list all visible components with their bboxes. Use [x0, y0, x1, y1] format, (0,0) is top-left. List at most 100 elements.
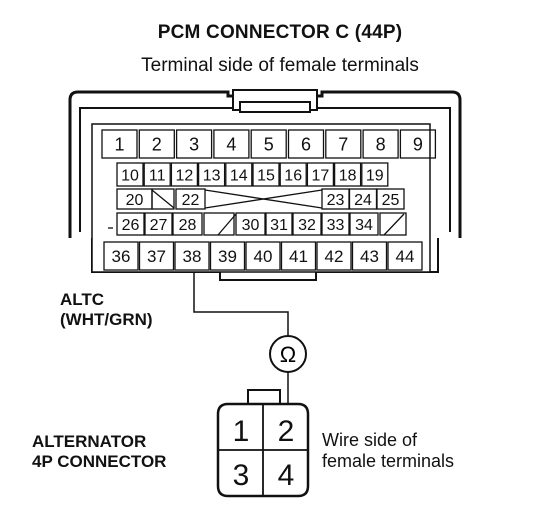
terminal-cell: [292, 212, 322, 236]
terminal-number: 24: [354, 192, 372, 209]
terminal-number: 1: [114, 134, 124, 154]
terminal-number: 14: [230, 167, 248, 184]
terminal-number: 44: [396, 247, 415, 266]
terminal-number: 34: [355, 217, 373, 234]
terminal-cell: [172, 212, 203, 236]
terminal-number: 40: [254, 247, 273, 266]
wire-side-line2: female terminals: [322, 451, 455, 471]
terminal-cell: [250, 129, 287, 159]
terminal-cell: [362, 129, 399, 159]
terminal-cell: [235, 212, 266, 236]
alternator-connector: [216, 389, 310, 498]
terminal-cell: [101, 129, 138, 159]
terminal-number: 6: [301, 134, 311, 154]
terminal-cell: [280, 241, 317, 271]
terminal-cell: [252, 162, 280, 187]
terminal-cell: [279, 162, 307, 187]
pcm-row-1: 1 2 3 4 5 6 7 8 9: [101, 129, 437, 159]
terminal-cell: [103, 241, 139, 271]
wire-side-label: Wire side of female terminals: [322, 430, 454, 472]
terminal-number: 11: [149, 167, 166, 184]
terminal-number: 28: [179, 217, 197, 234]
terminal-cell: [379, 212, 407, 236]
terminal-cell: [387, 241, 423, 271]
terminal-cell: [175, 129, 213, 159]
alternator-terminals: 1 2 3 4: [233, 415, 295, 492]
terminal-number: 23: [327, 192, 345, 209]
terminal-cell: [170, 162, 199, 187]
terminal-cell: [138, 241, 175, 271]
terminal-number: 43: [360, 247, 379, 266]
terminal-cell: [175, 188, 206, 210]
terminal-number: 22: [182, 192, 200, 209]
terminal-number: 13: [203, 167, 221, 184]
terminal-cell: [287, 129, 325, 159]
terminal-cell: [349, 212, 379, 236]
terminal-number: 37: [147, 247, 166, 266]
terminal-cell: [174, 241, 210, 271]
altc-wire: [193, 272, 289, 406]
terminal-number: 2: [152, 134, 162, 154]
terminal-cell: [325, 129, 362, 159]
terminal-number: 39: [218, 247, 237, 266]
alt-terminal-1: 1: [233, 415, 250, 448]
terminal-cell: [245, 241, 281, 271]
terminal-number: 36: [112, 247, 131, 266]
terminal-number: 15: [257, 167, 275, 184]
terminal-cell: [306, 162, 335, 187]
alt-terminal-4: 4: [278, 459, 295, 492]
terminal-cell: [316, 241, 352, 271]
wire-side-line1: Wire side of: [322, 430, 418, 450]
blank-cavity-marks: [108, 189, 405, 236]
terminal-number: 42: [325, 247, 344, 266]
terminal-number: 7: [338, 134, 348, 154]
terminal-number: 17: [312, 167, 330, 184]
ohm-symbol-text: Ω: [280, 342, 296, 367]
terminal-number: 26: [122, 217, 140, 234]
terminal-number: 16: [284, 167, 302, 184]
terminal-number: 8: [376, 134, 386, 154]
diagram-title: PCM CONNECTOR C (44P): [157, 22, 403, 43]
terminal-cell: [203, 212, 235, 236]
pcm-row-4: 26 27 28 30 31 32 33 34: [116, 212, 407, 236]
terminal-cell: [116, 212, 145, 236]
terminal-number: 27: [150, 217, 168, 234]
terminal-cell: [138, 129, 175, 159]
alt-terminal-3: 3: [233, 459, 250, 492]
terminal-number: 5: [264, 134, 274, 154]
terminal-cell: [209, 241, 246, 271]
alternator-label-line2: 4P CONNECTOR: [32, 452, 167, 471]
terminal-cell: [265, 212, 293, 236]
alt-terminal-2: 2: [278, 415, 295, 448]
terminal-number: 32: [298, 217, 316, 234]
terminal-cell: [361, 162, 389, 187]
terminal-cell: [197, 162, 226, 187]
altc-label: ALTC (WHT/GRN): [60, 290, 153, 330]
diagram-subtitle: Terminal side of female terminals: [141, 55, 419, 76]
terminal-number: 19: [366, 167, 384, 184]
terminal-number: 4: [226, 134, 236, 154]
terminal-cell: [116, 162, 144, 187]
terminal-cell: [144, 212, 173, 236]
terminal-number: 30: [242, 217, 260, 234]
terminal-cell: [225, 162, 253, 187]
terminal-number: 12: [176, 167, 194, 184]
terminal-number: 3: [189, 134, 199, 154]
terminal-number: 31: [270, 217, 288, 234]
terminal-number: 9: [413, 134, 423, 154]
terminal-cell: [351, 241, 388, 271]
terminal-number: 38: [183, 247, 202, 266]
terminal-number: 18: [339, 167, 357, 184]
terminal-cell: [333, 162, 362, 187]
altc-label-line2: (WHT/GRN): [60, 310, 153, 329]
terminal-number: 20: [126, 192, 144, 209]
terminal-number: 41: [289, 247, 308, 266]
terminal-cell: [376, 188, 405, 210]
terminal-cell: [213, 129, 250, 159]
terminal-cell: [321, 212, 350, 236]
terminal-number: 33: [327, 217, 345, 234]
terminal-cell: [143, 162, 171, 187]
